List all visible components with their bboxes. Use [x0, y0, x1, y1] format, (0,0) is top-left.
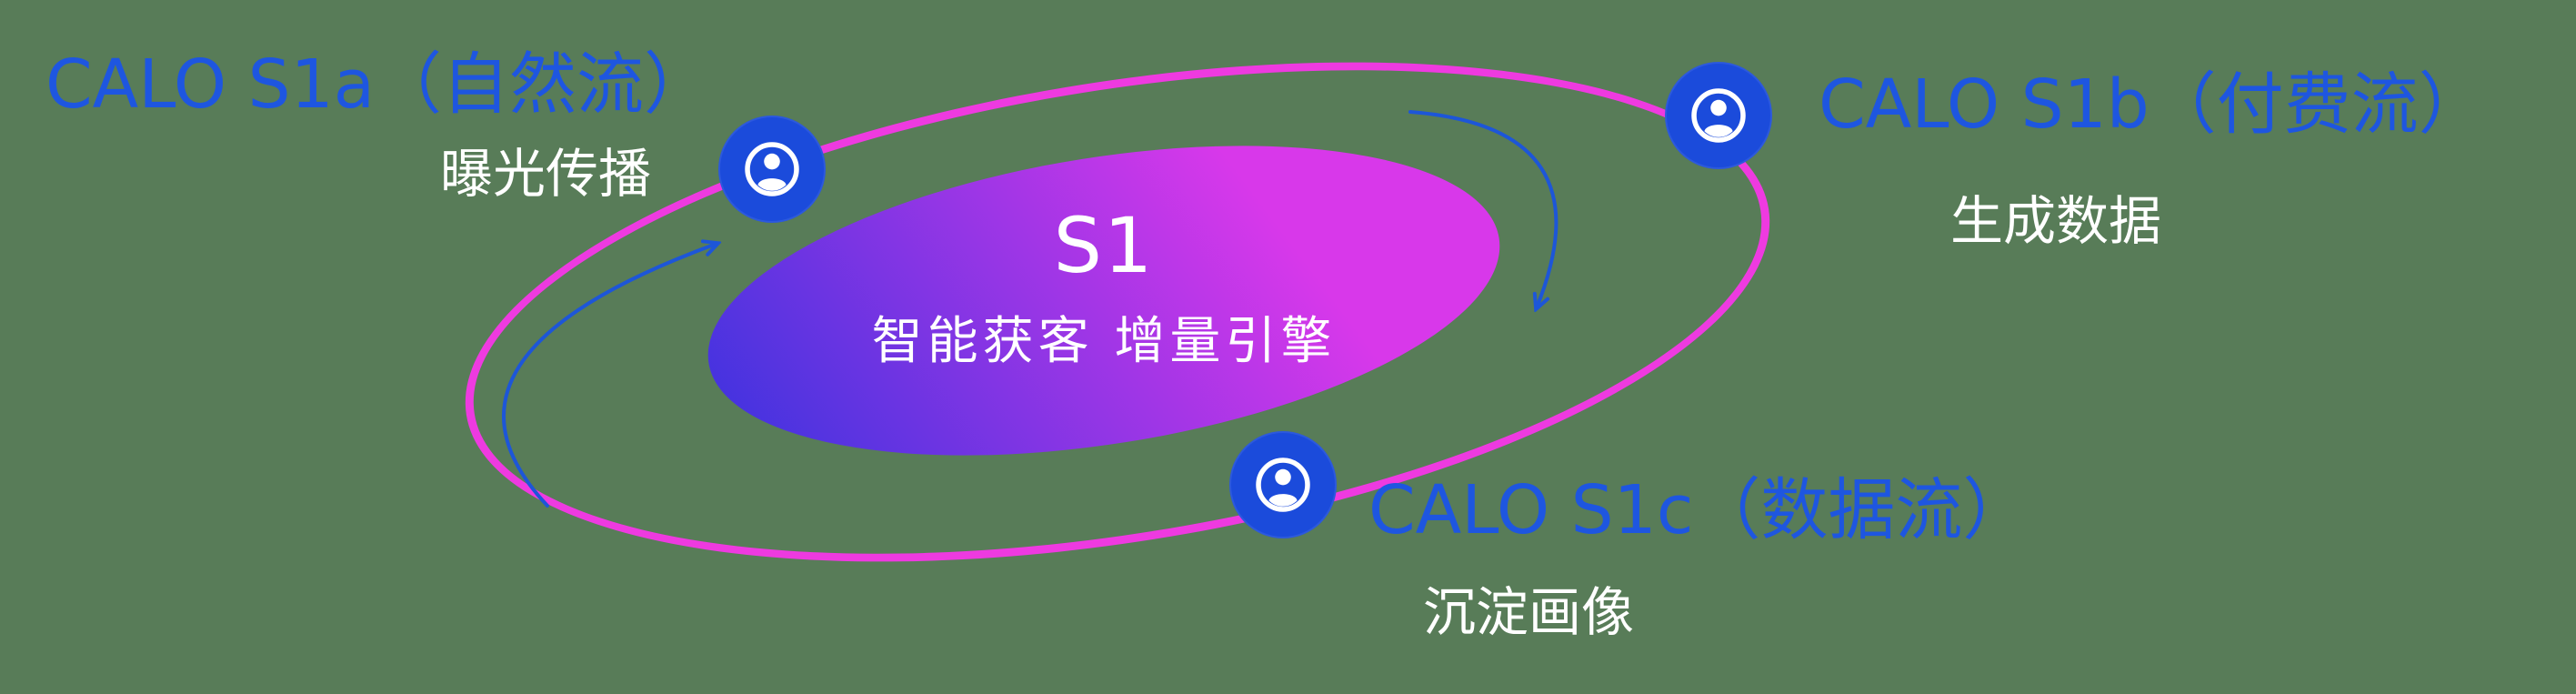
core-text: S1 智能获客 增量引擎: [740, 206, 1468, 374]
person-icon: [745, 142, 799, 196]
core-title: S1: [1053, 201, 1155, 290]
node-title-s1a: CALO S1a（自然流）: [45, 45, 712, 124]
core-subtitle: 智能获客 增量引擎: [871, 312, 1337, 372]
node-title-s1c: CALO S1c（数据流）: [1368, 471, 2030, 549]
node-subtitle-s1a: 曝光传播: [440, 143, 652, 205]
node-icon-s1a: [718, 116, 826, 223]
person-icon: [1691, 88, 1746, 143]
node-title-s1b: CALO S1b（付费流）: [1819, 65, 2486, 144]
node-icon-s1c: [1229, 431, 1337, 538]
node-icon-s1b: [1665, 62, 1772, 169]
node-subtitle-s1b: 生成数据: [1950, 190, 2162, 252]
node-subtitle-s1c: 沉淀画像: [1423, 581, 1635, 643]
person-icon: [1256, 458, 1310, 512]
